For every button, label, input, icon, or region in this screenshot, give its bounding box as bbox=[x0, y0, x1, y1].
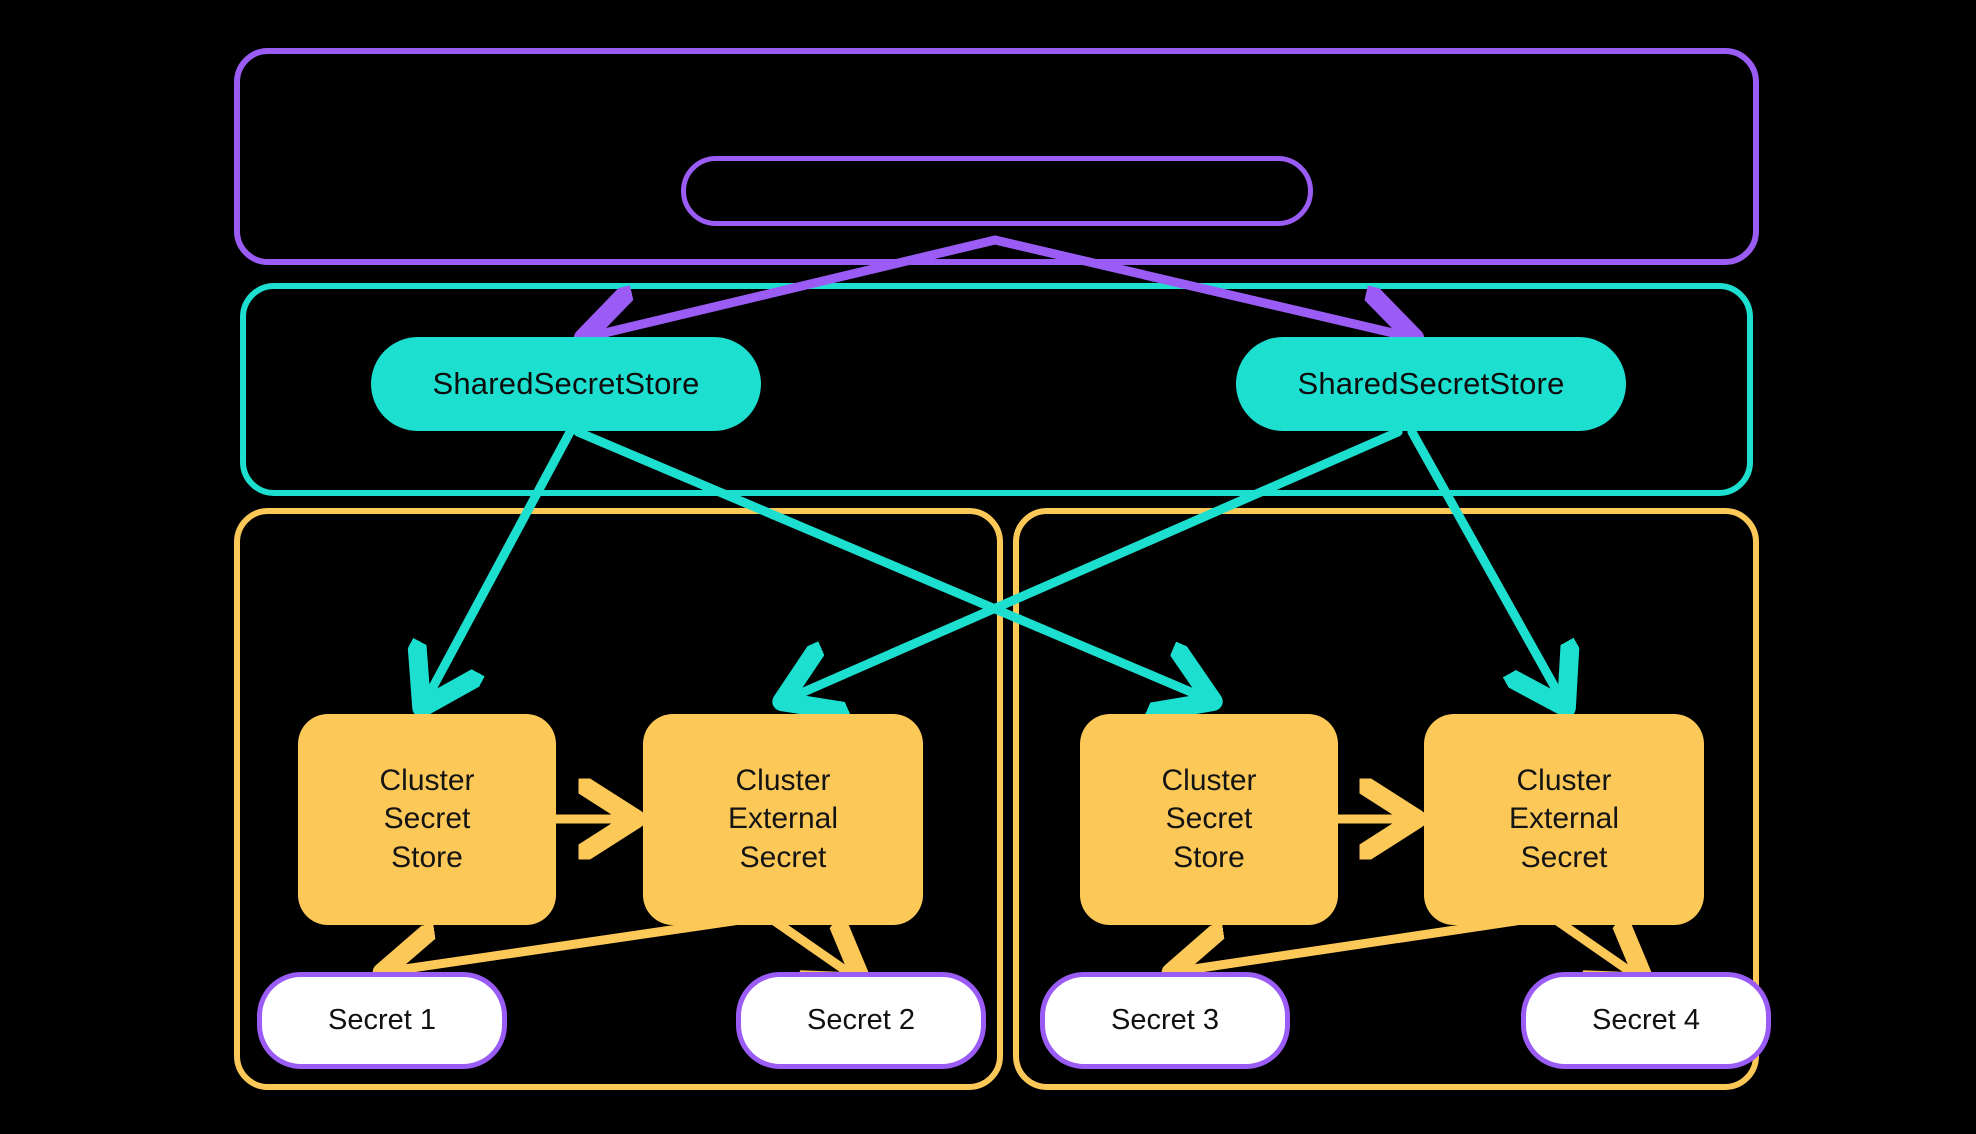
node-label-line-2: Secret bbox=[383, 802, 471, 836]
node-label-line-1: Cluster bbox=[379, 763, 475, 797]
edge-ces-right-to-secret4 bbox=[1551, 915, 1638, 977]
edge-sharedright-to-ces-right bbox=[1407, 427, 1562, 700]
node-label-line-1: Cluster bbox=[1161, 763, 1257, 797]
node-label-line-2: Secret bbox=[1165, 802, 1253, 836]
node-cluster-secret-store-right[interactable]: Cluster Secret Store bbox=[1080, 714, 1338, 925]
node-secret-2[interactable]: Secret 2 bbox=[736, 972, 986, 1069]
node-label-block: Cluster External Secret bbox=[1509, 762, 1619, 877]
node-cluster-secret-store-left[interactable]: Cluster Secret Store bbox=[298, 714, 556, 925]
node-shared-secret-store-right[interactable]: SharedSecretStore bbox=[1236, 337, 1626, 431]
edge-operator-to-shared-left bbox=[592, 235, 1000, 336]
node-label-line-3: Secret bbox=[1520, 840, 1608, 874]
edge-sharedright-to-ces-left bbox=[790, 427, 1403, 698]
node-cluster-external-secret-right[interactable]: Cluster External Secret bbox=[1424, 714, 1704, 925]
edge-sharedleft-to-css-right bbox=[573, 427, 1205, 698]
node-label: Secret 3 bbox=[1111, 1004, 1219, 1036]
node-secret-3[interactable]: Secret 3 bbox=[1040, 972, 1290, 1069]
node-label-line-1: Cluster bbox=[735, 763, 831, 797]
node-cluster-external-secret-left[interactable]: Cluster External Secret bbox=[643, 714, 923, 925]
edge-ces-right-to-secret3 bbox=[1180, 915, 1527, 971]
node-label-line-3: Secret bbox=[739, 840, 827, 874]
node-secret-1[interactable]: Secret 1 bbox=[257, 972, 507, 1069]
node-label-line-2: External bbox=[727, 802, 839, 836]
node-label: SharedSecretStore bbox=[1297, 366, 1565, 401]
edge-ces-left-to-secret2 bbox=[768, 915, 855, 977]
node-label-line-3: Store bbox=[1173, 840, 1245, 874]
node-secret-4[interactable]: Secret 4 bbox=[1521, 972, 1771, 1069]
node-label-block: Cluster Secret Store bbox=[379, 762, 474, 877]
edge-operator-to-shared-right bbox=[990, 235, 1406, 336]
operator-pill[interactable] bbox=[681, 156, 1313, 226]
group-namespace-left bbox=[234, 508, 1003, 1090]
node-label: Secret 4 bbox=[1592, 1004, 1700, 1036]
node-shared-secret-store-left[interactable]: SharedSecretStore bbox=[371, 337, 761, 431]
group-cluster-scope bbox=[234, 48, 1759, 265]
group-namespace-right bbox=[1013, 508, 1759, 1090]
group-shared-scope bbox=[240, 283, 1753, 496]
edge-sharedleft-to-css-left bbox=[426, 427, 575, 700]
node-label-block: Cluster External Secret bbox=[728, 762, 838, 877]
node-label: Secret 2 bbox=[807, 1004, 915, 1036]
edge-ces-left-to-secret1 bbox=[391, 915, 745, 971]
node-label-line-2: External bbox=[1508, 802, 1620, 836]
node-label-line-3: Store bbox=[391, 840, 463, 874]
node-label-line-1: Cluster bbox=[1516, 763, 1612, 797]
node-label: Secret 1 bbox=[328, 1004, 436, 1036]
node-label-block: Cluster Secret Store bbox=[1161, 762, 1256, 877]
node-label: SharedSecretStore bbox=[432, 366, 700, 401]
